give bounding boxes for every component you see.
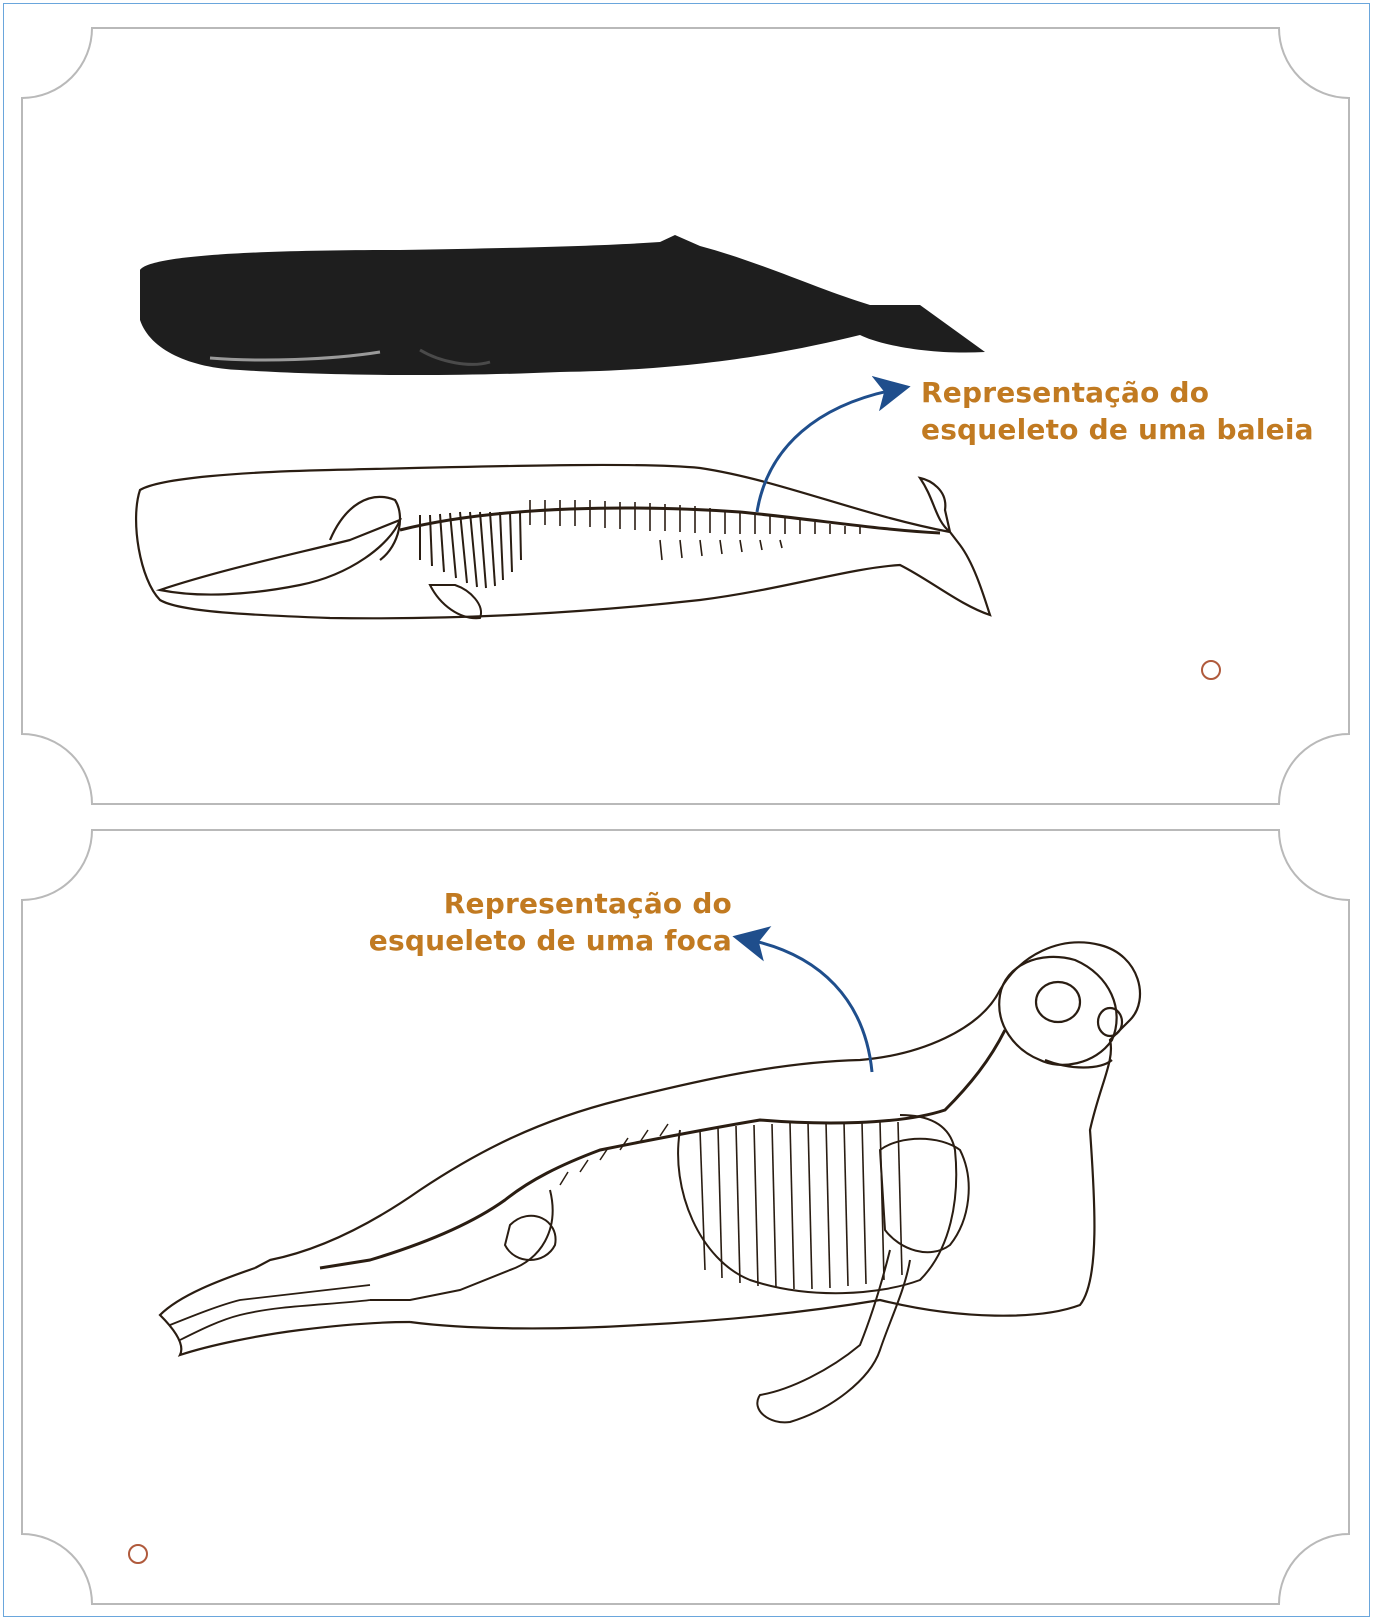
whale-label-line-1: Representação do (921, 374, 1314, 411)
seal-skeleton-illustration (160, 942, 1140, 1422)
seal-skeleton-label: Representação do esqueleto de uma foca (360, 885, 732, 959)
seal-label-line-1: Representação do (360, 885, 732, 922)
sperm-whale-illustration (140, 235, 985, 375)
seal-card-circle-marker (128, 1544, 148, 1564)
whale-skeleton-illustration (136, 465, 990, 618)
whale-label-arrow (757, 390, 893, 512)
whale-label-line-2: esqueleto de uma baleia (921, 411, 1314, 448)
whale-card-circle-marker (1201, 660, 1221, 680)
seal-label-line-2: esqueleto de uma foca (360, 922, 732, 959)
seal-label-arrow (750, 940, 872, 1072)
whale-skeleton-label: Representação do esqueleto de uma baleia (921, 374, 1314, 448)
